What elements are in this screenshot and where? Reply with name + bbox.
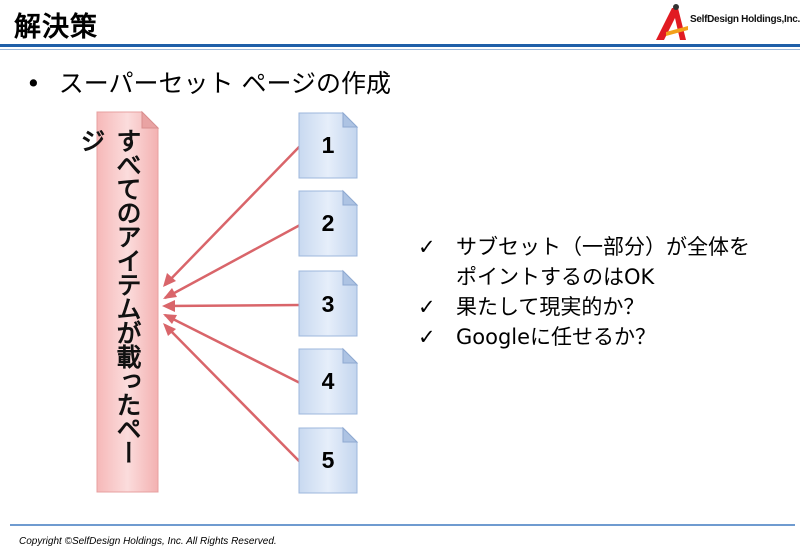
checklist: ✓ サブセット（一部分）が全体を ポイントするのはOK ✓ 果たして現実的か？ ✓ G… — [418, 232, 750, 352]
slide-title: 解決策 — [14, 12, 98, 43]
arrow-3 — [162, 300, 301, 312]
subset-page-5-number: 5 — [321, 447, 335, 473]
header-rule — [0, 44, 800, 47]
superset-page-label: すべてのアイテムが載ったページ — [77, 128, 142, 464]
checklist-item-text: サブセット（一部分）が全体を — [456, 235, 750, 259]
arrow-4 — [163, 313, 301, 385]
checklist-item: ✓ 果たして現実的か？ — [418, 292, 750, 322]
arrow-2 — [163, 223, 301, 300]
check-icon: ✓ — [418, 235, 436, 259]
subset-page-4 — [298, 347, 359, 415]
checklist-item-text: Googleに任せるか？ — [456, 325, 657, 349]
main-bullet-text: スーパーセット ページの作成 — [58, 69, 391, 98]
arrows — [162, 145, 301, 463]
subset-page-1 — [298, 111, 359, 179]
superset-page — [96, 110, 160, 493]
company-logo — [656, 4, 688, 40]
checklist-item: ✓ Googleに任せるか？ — [418, 322, 750, 352]
subset-page-3 — [298, 269, 359, 337]
checklist-item-text: 果たして現実的か？ — [456, 295, 645, 319]
subset-page-4-number: 4 — [321, 368, 335, 394]
arrow-1 — [163, 145, 301, 287]
subset-page-3-number: 3 — [321, 291, 335, 317]
subset-page-1-number: 1 — [321, 132, 335, 158]
bullet-marker: • — [26, 69, 41, 98]
check-icon: ✓ — [418, 295, 436, 319]
header-rule-thin — [0, 49, 800, 50]
checklist-item-continued: ポイントするのはOK — [418, 262, 750, 292]
arrow-5 — [163, 323, 301, 463]
subset-page-2 — [298, 189, 359, 257]
checklist-item: ✓ サブセット（一部分）が全体を — [418, 232, 750, 262]
subset-page-5 — [298, 426, 359, 494]
footer-rule — [10, 524, 795, 526]
subset-page-2-number: 2 — [321, 210, 335, 236]
check-icon: ✓ — [418, 325, 436, 349]
logo-text: SelfDesign Holdings,Inc. — [690, 14, 800, 25]
checklist-item-text: ポイントするのはOK — [456, 265, 655, 289]
copyright-notice: Copyright ©SelfDesign Holdings, Inc. All… — [19, 536, 277, 547]
main-bullet: • スーパーセット ページの作成 — [26, 64, 391, 100]
